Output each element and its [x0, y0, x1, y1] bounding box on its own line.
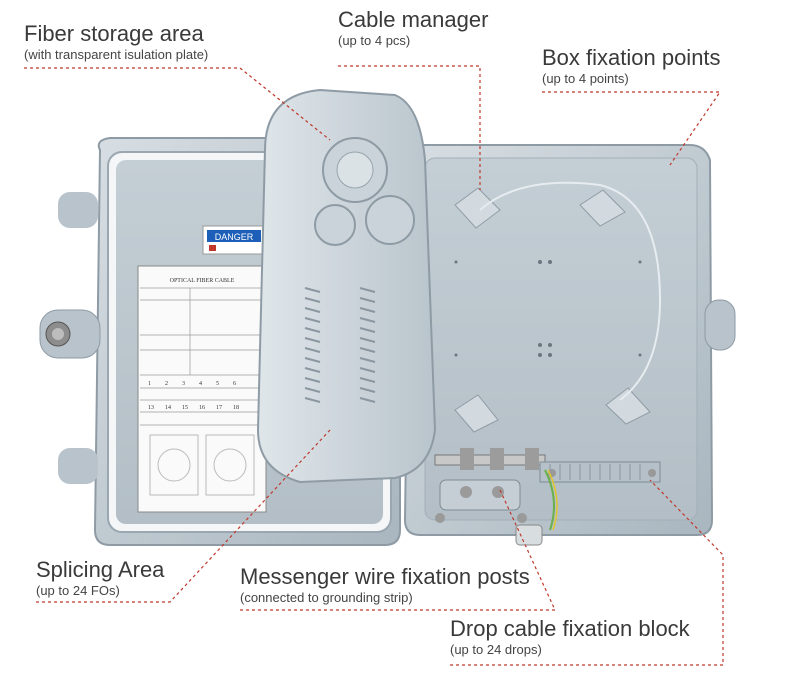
label-splicing-sub: (up to 24 FOs) [36, 583, 120, 599]
label-cable-manager-sub: (up to 4 pcs) [338, 33, 411, 49]
label-box-fixation-sub: (up to 4 points) [542, 71, 629, 87]
splice-holders [304, 287, 376, 403]
form-cell: 18 [233, 405, 239, 411]
label-messenger-title: Messenger wire fixation posts [240, 564, 530, 589]
label-messenger: Messenger wire fixation posts (connected… [240, 564, 530, 606]
leader-lines [24, 65, 724, 666]
danger-sticker: DANGER [202, 225, 266, 255]
cable-manager [454, 187, 651, 433]
label-drop-cable: Drop cable fixation block (up to 24 drop… [450, 616, 690, 658]
form-cell: 6 [233, 381, 236, 387]
form-cell: 4 [199, 381, 202, 387]
splice-tray [256, 88, 437, 484]
grounding-strip [434, 448, 546, 470]
label-splicing: Splicing Area (up to 24 FOs) [36, 557, 165, 599]
label-drop-cable-sub: (up to 24 drops) [450, 642, 542, 658]
label-drop-cable-title: Drop cable fixation block [450, 616, 690, 641]
drop-cable-fixation-block [539, 461, 661, 483]
form-cell: 1 [148, 381, 151, 387]
label-splicing-title: Splicing Area [36, 557, 165, 582]
label-fiber-storage: Fiber storage area (with transparent isu… [24, 21, 209, 63]
label-box-fixation-title: Box fixation points [542, 45, 721, 70]
form-cell: 3 [182, 381, 185, 387]
form-cell: 5 [216, 381, 219, 387]
form-cell: 15 [182, 405, 188, 411]
label-box-fixation: Box fixation points (up to 4 points) [542, 45, 721, 87]
danger-sticker-text: DANGER [215, 232, 254, 242]
label-fiber-storage-sub: (with transparent isulation plate) [24, 47, 209, 63]
label-cable-manager: Cable manager (up to 4 pcs) [338, 7, 489, 49]
label-fiber-storage-title: Fiber storage area [24, 21, 204, 46]
label-messenger-sub: (connected to grounding strip) [240, 590, 413, 606]
label-cable-manager-title: Cable manager [338, 7, 489, 32]
box-base [403, 144, 736, 546]
form-title: OPTICAL FIBER CABLE [170, 278, 235, 284]
form-cell: 16 [199, 405, 205, 411]
form-cell: 14 [165, 405, 171, 411]
form-cell: 2 [165, 381, 168, 387]
form-cell: 17 [216, 405, 222, 411]
form-cell: 13 [148, 405, 154, 411]
instruction-form: OPTICAL FIBER CABLE 1 2 3 4 5 6 13 14 15… [137, 265, 267, 513]
